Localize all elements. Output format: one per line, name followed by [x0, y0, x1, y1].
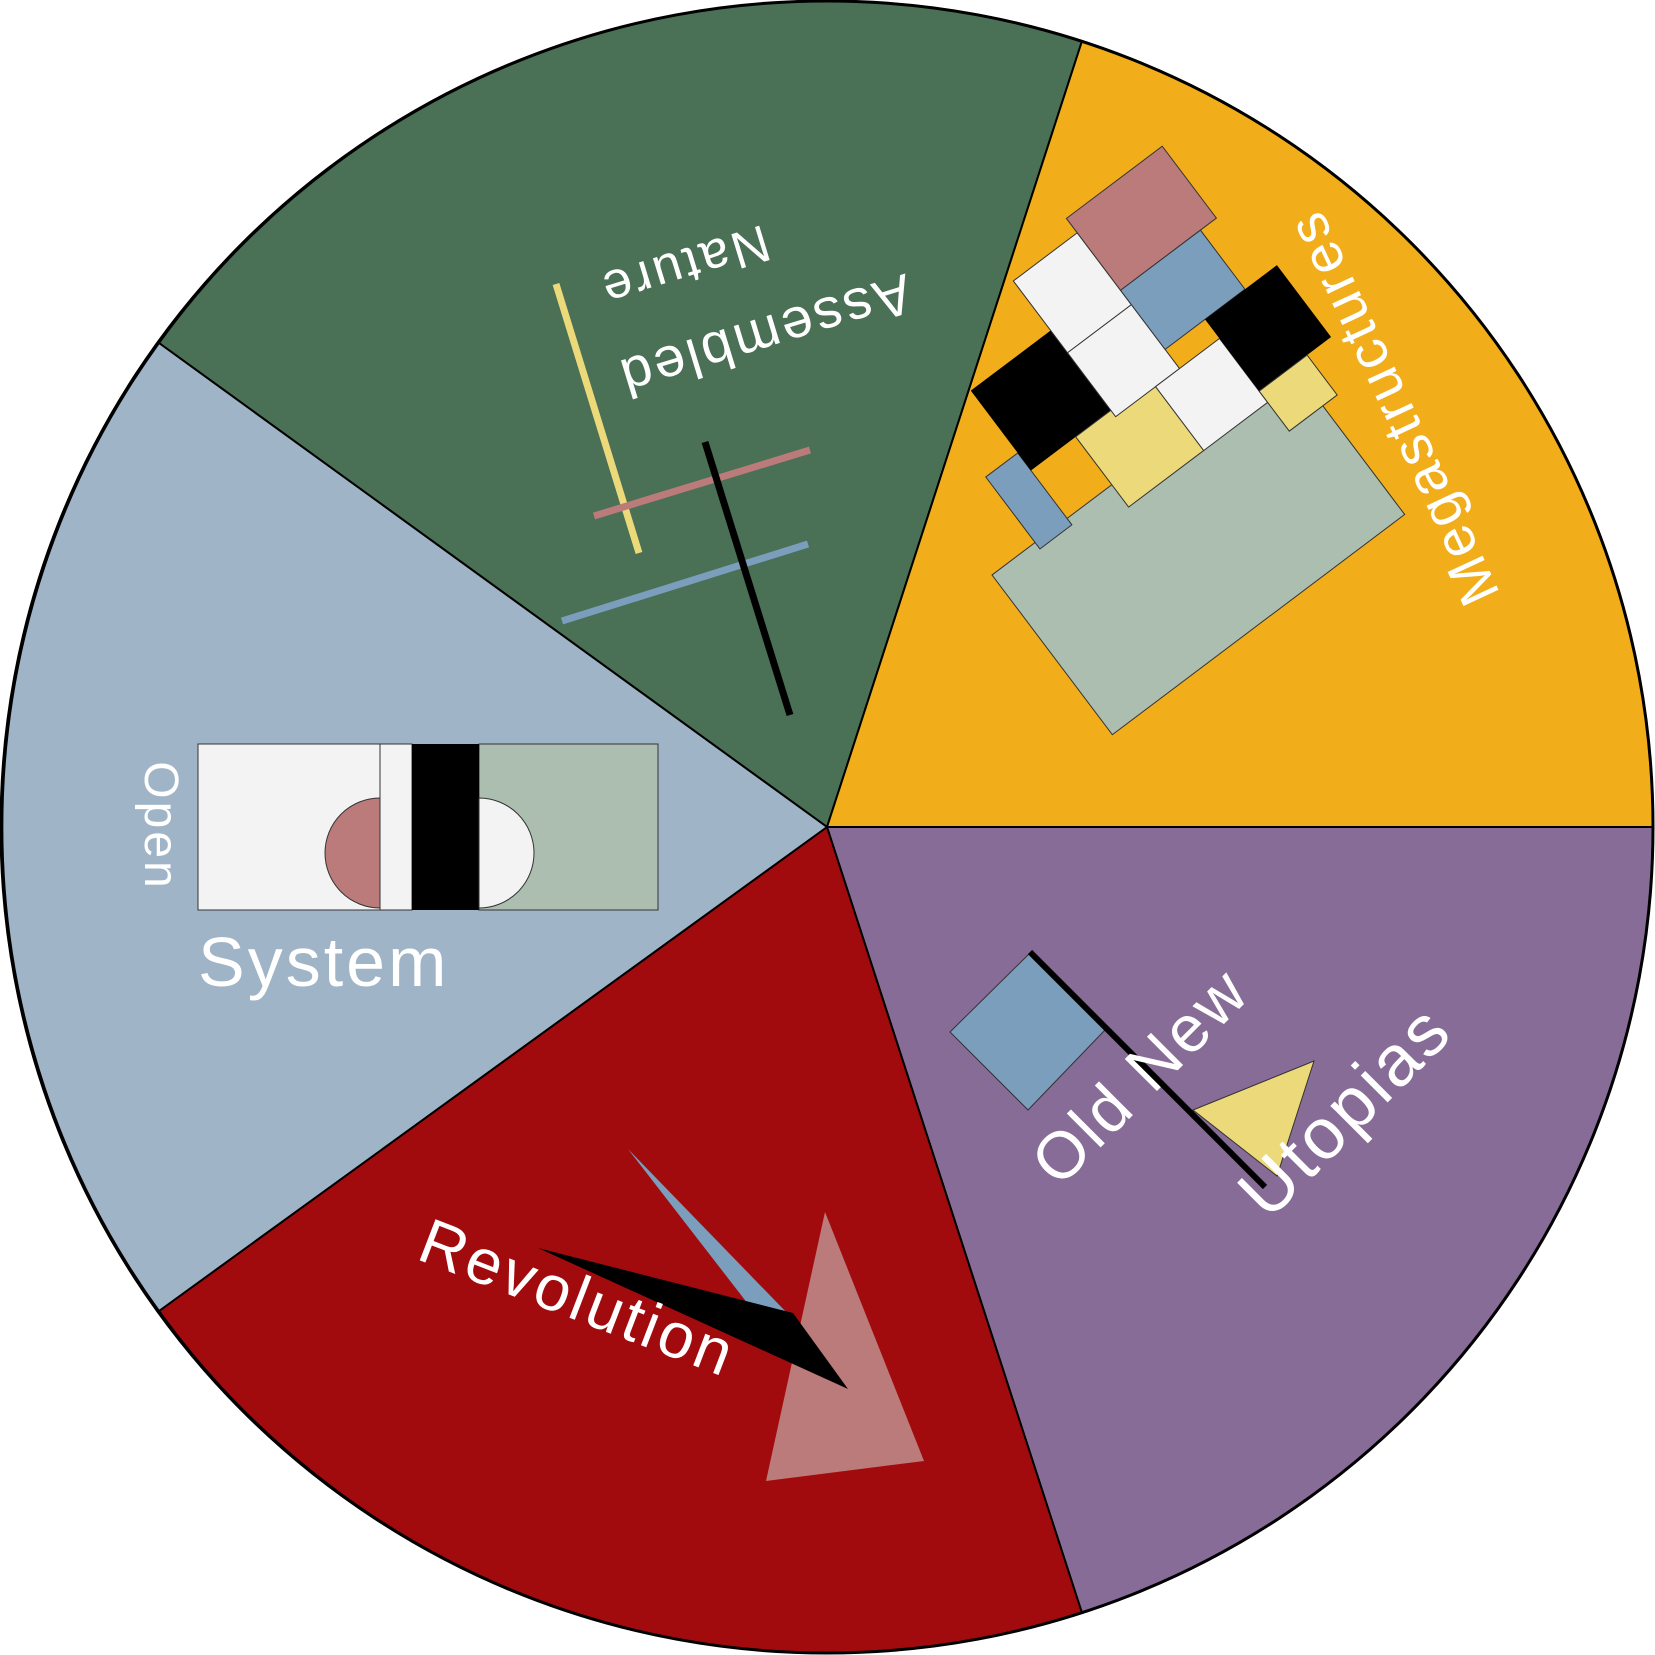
pink-line [592, 446, 812, 520]
revolution-graphic [538, 1149, 924, 1481]
pink-triangle [766, 1212, 924, 1481]
white-strip [379, 743, 413, 911]
black-wedge [538, 1248, 848, 1389]
pink-half-circle [324, 797, 381, 909]
grid-cell-yellow-2 [1258, 354, 1338, 432]
grid-cell-blue-left [985, 452, 1073, 550]
open-system-graphic [197, 743, 659, 911]
label-open: Open [134, 761, 187, 890]
yellow-triangle [1192, 1060, 1315, 1177]
black-bar [412, 744, 479, 910]
white-half-circle [478, 797, 535, 909]
megastructures-graphic [970, 145, 1406, 736]
assembled-nature-graphic [552, 282, 812, 717]
blue-needle [628, 1149, 789, 1335]
black-diagonal [1027, 949, 1268, 1190]
label-system: System [198, 923, 449, 1001]
old-new-utopias-graphic [949, 949, 1315, 1190]
blue-line [560, 540, 810, 625]
black-line [701, 440, 794, 717]
grid-cell-black-1 [970, 330, 1111, 471]
grid-cell-black-2 [1205, 265, 1332, 392]
